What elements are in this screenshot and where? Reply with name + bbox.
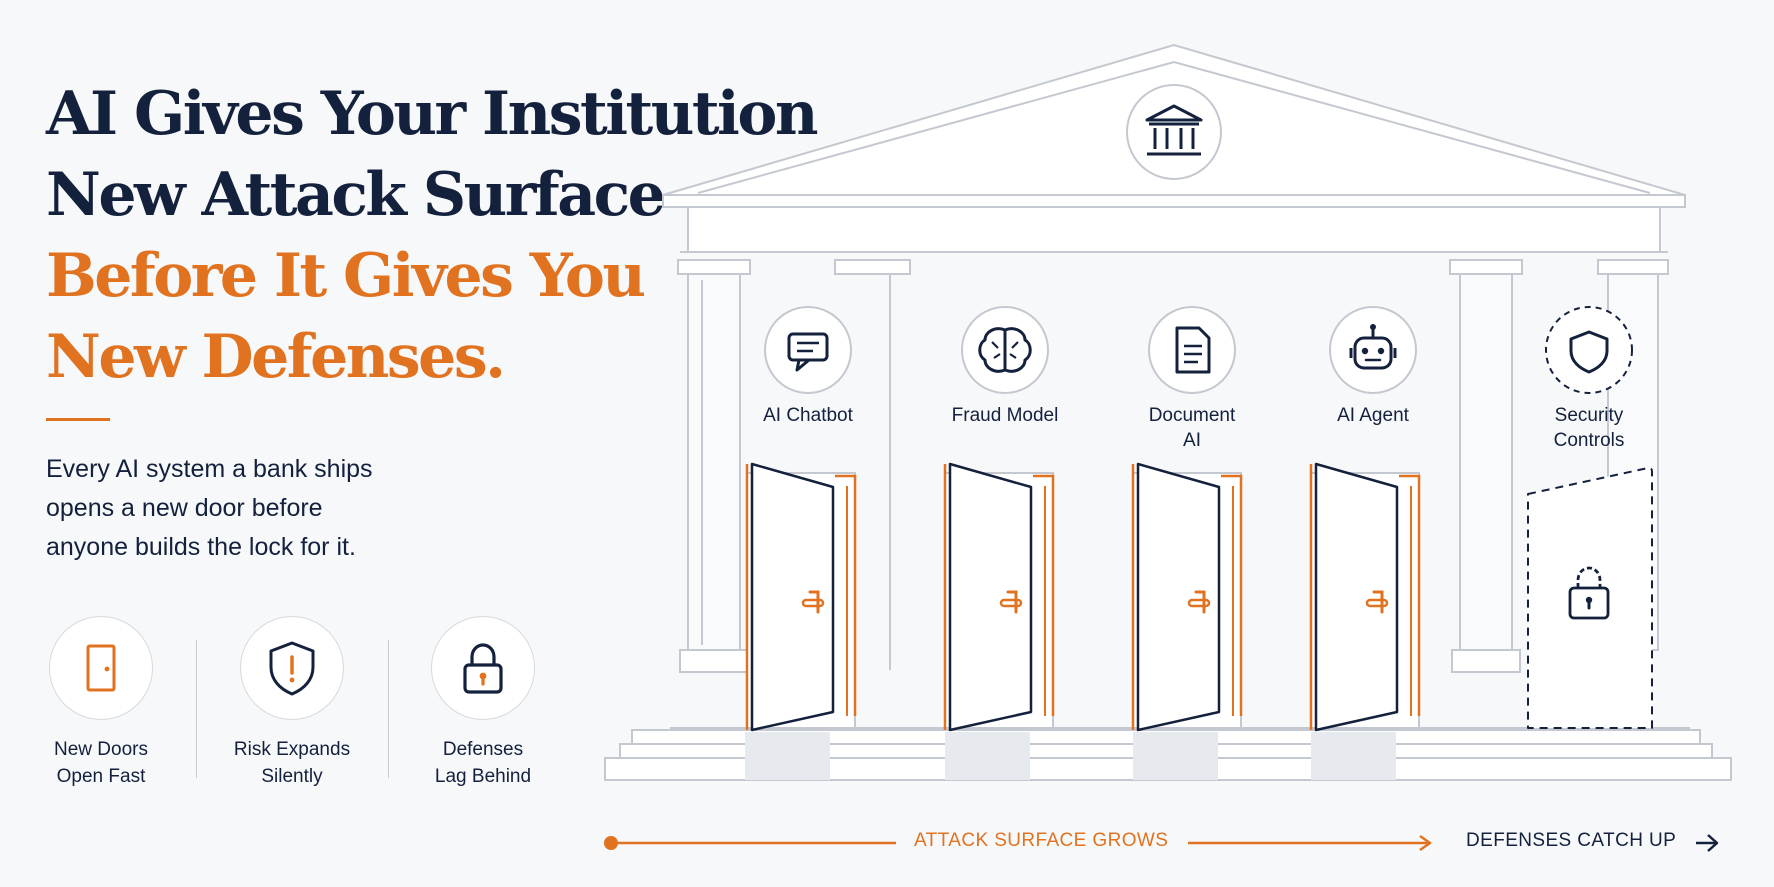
subtext: Every AI system a bank ships opens a new… <box>46 450 466 567</box>
subtext-line-1: Every AI system a bank ships <box>46 455 373 483</box>
timeline-label-attack-surface: ATTACK SURFACE GROWS <box>914 830 1169 851</box>
door-label-security-controls: Security Controls <box>1553 405 1625 451</box>
feature-label: New Doors Open Fast <box>54 739 148 787</box>
robot-icon <box>1329 306 1417 394</box>
subtext-line-2: opens a new door before <box>46 494 323 522</box>
cornice <box>662 194 1686 208</box>
pediment <box>662 43 1686 196</box>
feature-risk-expands: Risk Expands Silently <box>202 616 382 790</box>
shield-icon <box>1545 306 1633 394</box>
door-label-document-ai: Document AI <box>1148 405 1236 451</box>
door-label-fraud-model: Fraud Model <box>951 405 1059 426</box>
door-shadows <box>745 732 1396 780</box>
bank-icon <box>1126 84 1222 180</box>
door-3-open <box>1131 462 1243 732</box>
step-1 <box>631 729 1701 745</box>
accent-rule <box>46 418 110 421</box>
column-right-1 <box>1449 259 1523 673</box>
document-icon <box>1148 306 1236 394</box>
door-2-open <box>943 462 1055 732</box>
door-1-open <box>745 462 857 732</box>
feature-new-doors: New Doors Open Fast <box>11 616 191 790</box>
headline-line-3: Before It Gives You <box>46 241 646 311</box>
door-icon <box>86 644 116 692</box>
timeline-start-dot <box>604 836 618 850</box>
pediment-inner <box>697 60 1651 194</box>
step-3 <box>604 757 1732 781</box>
headline-line-1: AI Gives Your Institution <box>46 79 818 149</box>
step-2 <box>619 743 1713 759</box>
feature-circle <box>49 616 153 720</box>
headline-line-2: New Attack Surface <box>46 160 666 230</box>
divider <box>388 640 389 778</box>
door-4-open <box>1309 462 1421 732</box>
door-5-missing <box>1527 466 1653 729</box>
column-left-inner <box>834 259 911 670</box>
timeline-label-defenses: DEFENSES CATCH UP <box>1466 830 1677 851</box>
feature-circle <box>240 616 344 720</box>
brain-icon <box>961 306 1049 394</box>
entablature <box>687 206 1661 253</box>
timeline-arrow-navy <box>1707 834 1719 852</box>
chat-bubble-icon <box>764 306 852 394</box>
subtext-line-3: anyone builds the lock for it. <box>46 533 356 561</box>
feature-defenses-lag: Defenses Lag Behind <box>393 616 573 790</box>
divider <box>196 640 197 778</box>
column-right-2 <box>1597 259 1669 651</box>
feature-label: Risk Expands Silently <box>233 739 351 787</box>
door-label-ai-agent: AI Agent <box>1337 405 1409 426</box>
timeline-arrow-orange <box>1419 834 1432 852</box>
padlock-icon <box>463 643 503 694</box>
feature-label: Defenses Lag Behind <box>434 739 532 787</box>
warning-shield-icon <box>269 641 315 696</box>
headline: AI Gives Your Institution New Attack Sur… <box>46 74 818 398</box>
lock-icon <box>1568 566 1610 620</box>
door-label-ai-chatbot: AI Chatbot <box>763 405 853 426</box>
feature-circle <box>431 616 535 720</box>
headline-line-4: New Defenses. <box>46 322 506 392</box>
